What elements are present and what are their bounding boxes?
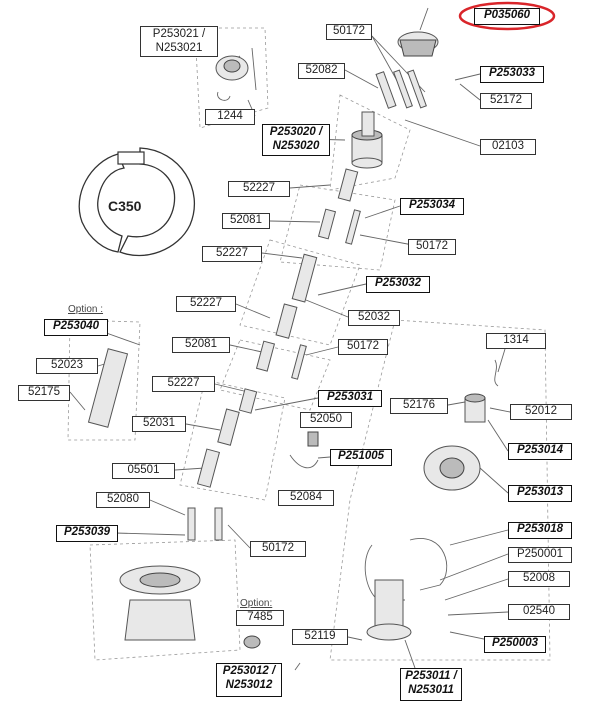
part-label-52081-a[interactable]: 52081 (222, 213, 270, 229)
part-label-p253020[interactable]: P253020 / N253020 (262, 124, 330, 156)
part-label-52081-b[interactable]: 52081 (172, 337, 230, 353)
part-label-52227-c[interactable]: 52227 (176, 296, 236, 312)
part-label-02103[interactable]: 02103 (480, 139, 536, 155)
part-label-52031[interactable]: 52031 (132, 416, 186, 432)
highlight-ring (458, 1, 556, 31)
part-label-p253013[interactable]: P253013 (508, 485, 572, 502)
option-note-left: Option : (68, 304, 104, 315)
part-label-52175[interactable]: 52175 (18, 385, 70, 401)
part-label-p250001[interactable]: P250001 (508, 547, 572, 563)
part-label-p253032[interactable]: P253032 (366, 276, 430, 293)
part-label-p253011[interactable]: P253011 / N253011 (400, 668, 462, 701)
part-label-50172-c[interactable]: 50172 (338, 339, 388, 355)
part-label-1244[interactable]: 1244 (205, 109, 255, 125)
part-label-52227-b[interactable]: 52227 (202, 246, 262, 262)
part-label-50172-d[interactable]: 50172 (250, 541, 306, 557)
part-label-52012[interactable]: 52012 (510, 404, 572, 420)
part-label-p253033[interactable]: P253033 (480, 66, 544, 83)
part-label-52008[interactable]: 52008 (508, 571, 570, 587)
part-label-p253018[interactable]: P253018 (508, 522, 572, 539)
part-label-p253039[interactable]: P253039 (56, 525, 118, 542)
part-label-52176[interactable]: 52176 (390, 398, 448, 414)
part-label-52032[interactable]: 52032 (348, 310, 400, 326)
part-label-50172-b[interactable]: 50172 (408, 239, 456, 255)
part-label-50172-top[interactable]: 50172 (326, 24, 372, 40)
part-label-52084[interactable]: 52084 (278, 490, 334, 506)
part-label-52227-a[interactable]: 52227 (228, 181, 290, 197)
part-label-p251005[interactable]: P251005 (330, 449, 392, 466)
part-label-p253040[interactable]: P253040 (44, 319, 108, 336)
part-label-p253034[interactable]: P253034 (400, 198, 464, 215)
part-label-52119[interactable]: 52119 (292, 629, 348, 645)
option-note-bottom: Option: (240, 598, 273, 609)
part-label-02540[interactable]: 02540 (508, 604, 570, 620)
part-label-p253031[interactable]: P253031 (318, 390, 382, 407)
part-label-p253014[interactable]: P253014 (508, 443, 572, 460)
part-sketches (87, 7, 499, 649)
part-label-52082[interactable]: 52082 (298, 63, 345, 79)
part-label-52080[interactable]: 52080 (96, 492, 150, 508)
part-label-52172[interactable]: 52172 (480, 93, 532, 109)
part-label-p035060[interactable]: P035060 (474, 8, 540, 25)
part-label-p253021[interactable]: P253021 / N253021 (140, 26, 218, 57)
part-label-7485[interactable]: 7485 (236, 610, 284, 626)
part-label-52227-d[interactable]: 52227 (152, 376, 215, 392)
part-label-p253012[interactable]: P253012 / N253012 (216, 663, 282, 697)
part-label-05501[interactable]: 05501 (112, 463, 175, 479)
c350-profile (78, 147, 195, 257)
part-label-52050[interactable]: 52050 (300, 412, 352, 428)
part-label-p250003[interactable]: P250003 (484, 636, 546, 653)
part-label-52023[interactable]: 52023 (36, 358, 98, 374)
part-label-1314[interactable]: 1314 (486, 333, 546, 349)
profile-label: C350 (108, 198, 142, 214)
